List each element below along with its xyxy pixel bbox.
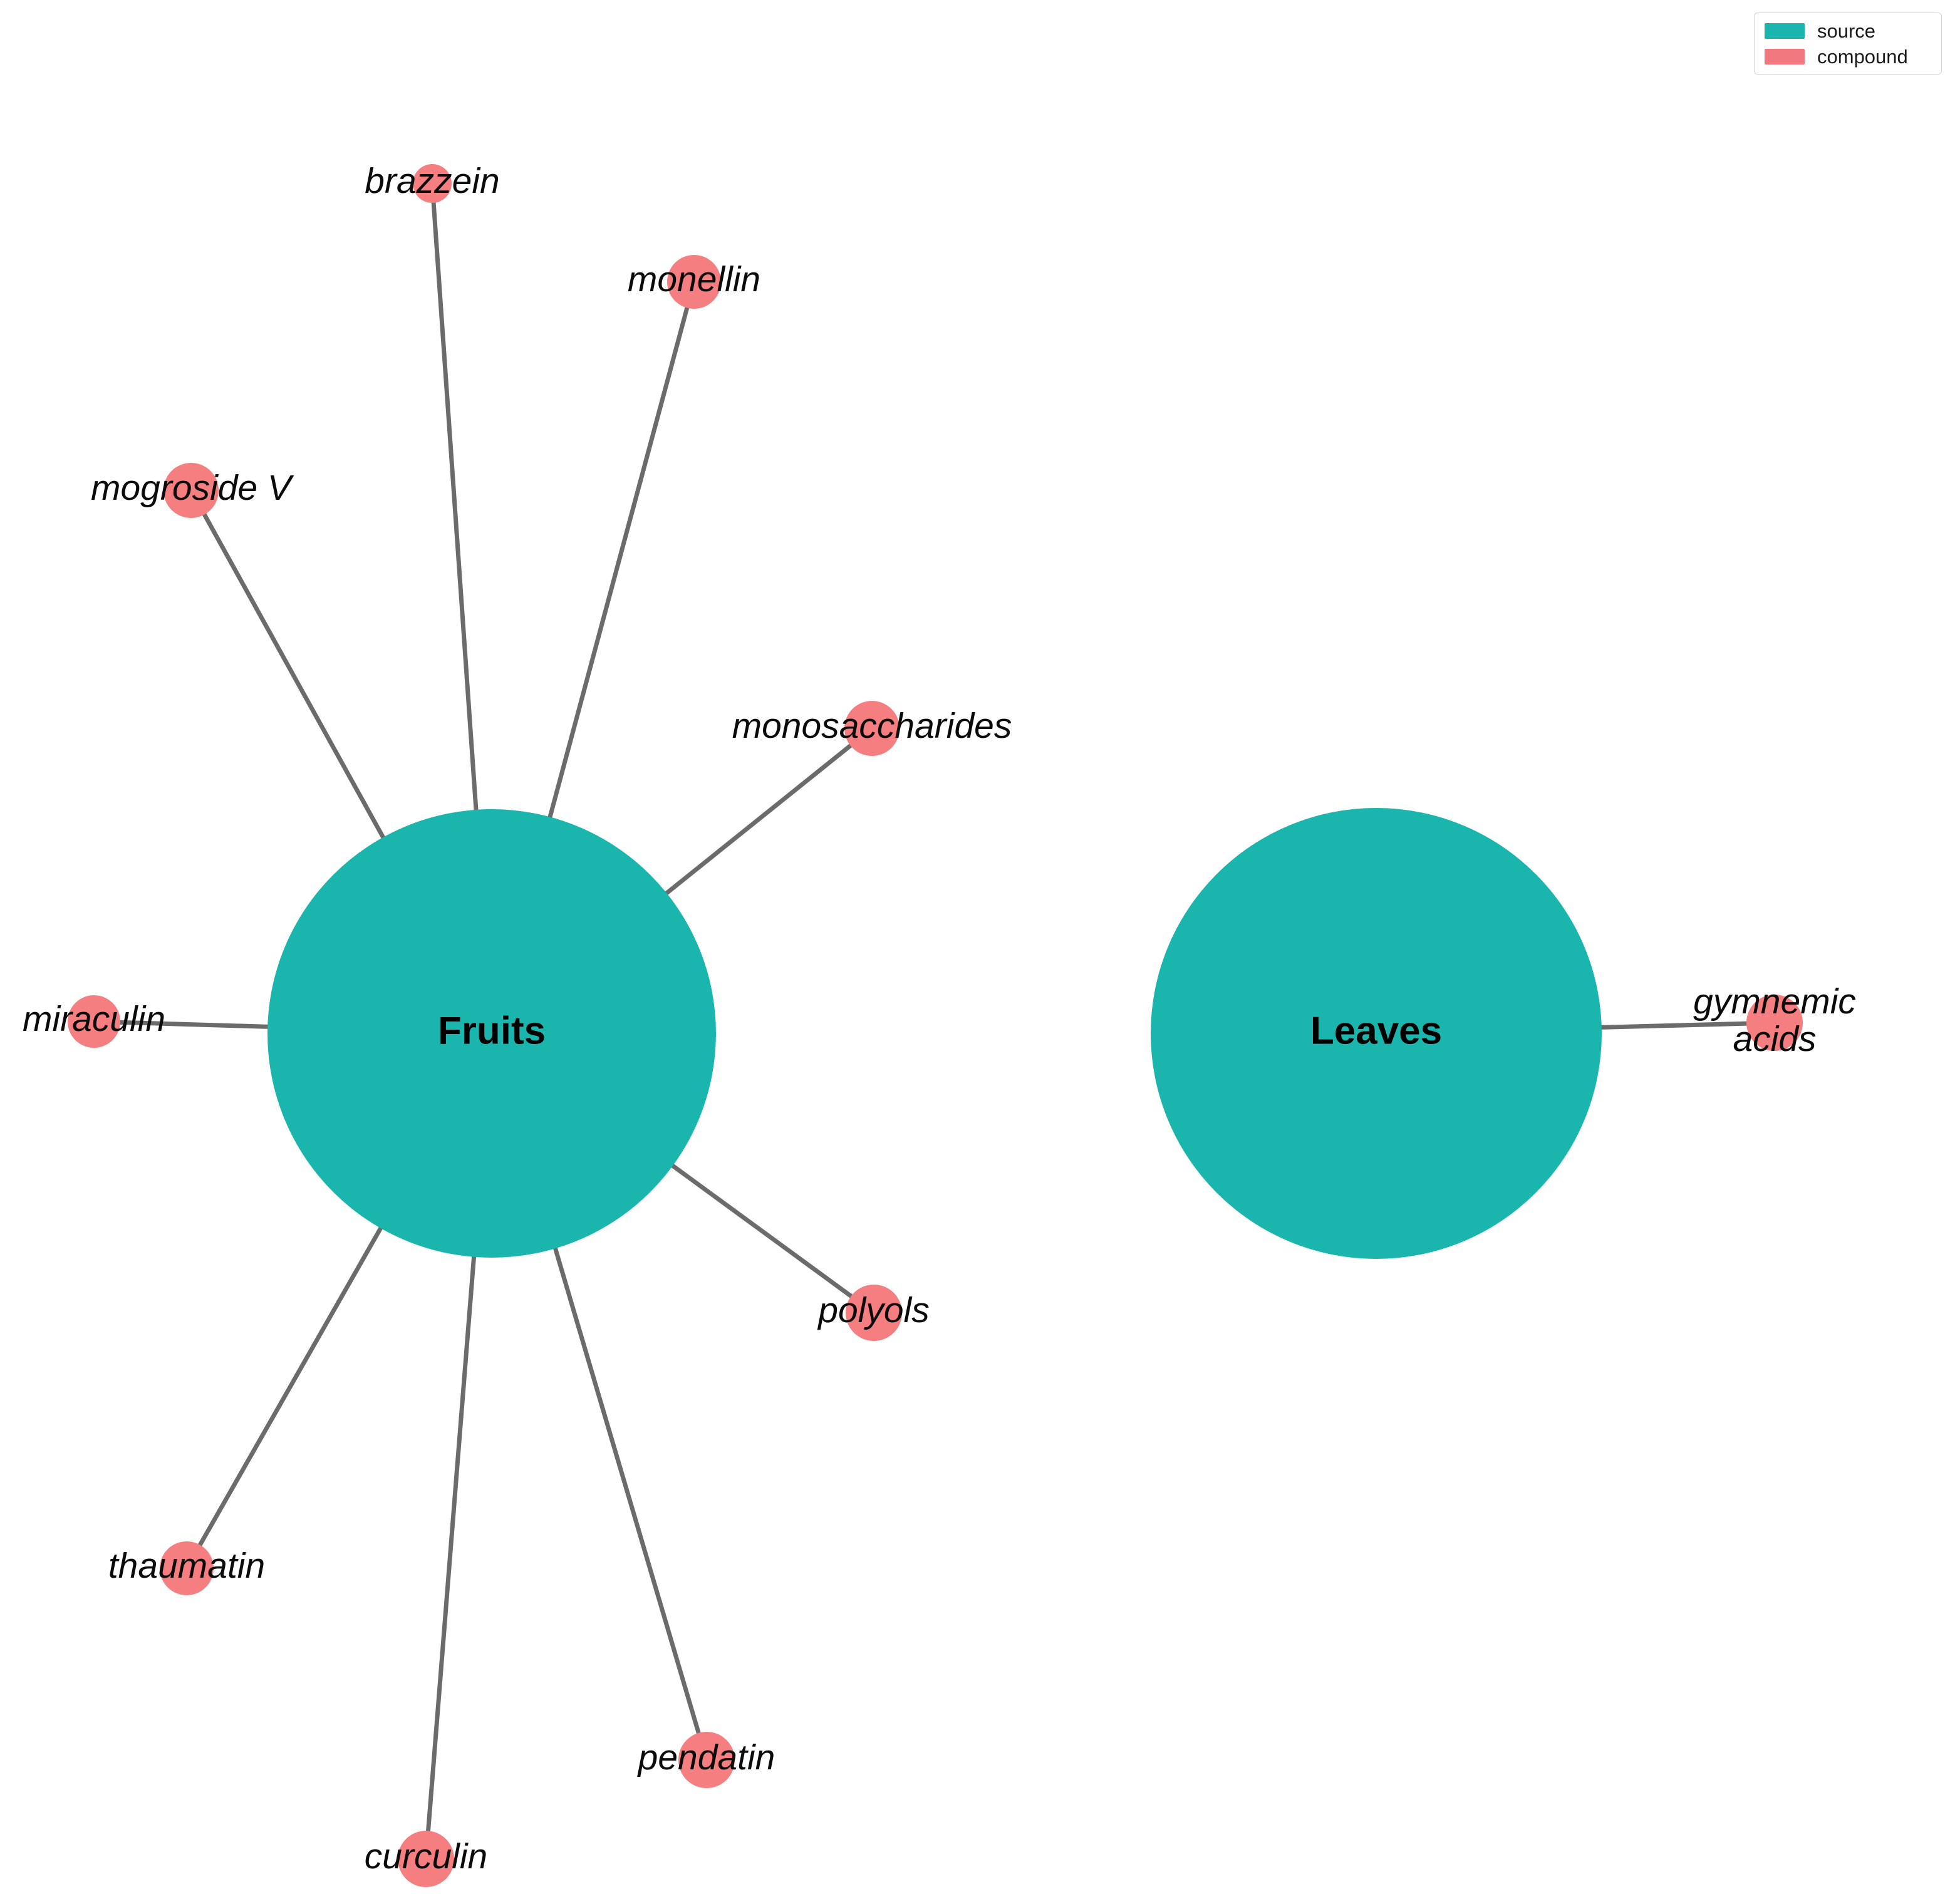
legend-swatch-source	[1765, 23, 1805, 39]
node-label-gymnemic-acids: acids	[1733, 1019, 1816, 1059]
node-label-gymnemic-acids: gymnemic	[1693, 981, 1856, 1022]
node-label-curculin: curculin	[365, 1836, 487, 1876]
node-miraculin[interactable]	[68, 995, 120, 1048]
legend-label-source: source	[1817, 19, 1876, 42]
node-polyols[interactable]	[846, 1285, 902, 1341]
legend-swatch-compound	[1765, 48, 1805, 65]
edge-Fruits-to-curculin	[425, 1255, 477, 1833]
node-Fruits[interactable]	[267, 809, 716, 1258]
node-label-Leaves: Leaves	[1310, 1009, 1442, 1052]
node-label-Fruits: Fruits	[438, 1009, 546, 1052]
legend: source compound	[1754, 13, 1942, 75]
node-label-monosaccharides: monosaccharides	[732, 706, 1012, 746]
edge-Fruits-to-brazzein	[431, 201, 479, 812]
labels-layer: Fruits Leaves brazzein monellin mogroside V m…	[23, 161, 1856, 1876]
edge-Leaves-to-gymnemic-acids	[1600, 1021, 1748, 1030]
node-mogroside-V[interactable]	[163, 463, 219, 518]
node-label-thaumatin: thaumatin	[108, 1546, 265, 1586]
node-brazzein[interactable]	[413, 164, 452, 203]
node-thaumatin[interactable]	[160, 1541, 214, 1595]
edges-layer	[118, 201, 1748, 1833]
node-label-pendatin: pendatin	[637, 1737, 775, 1777]
node-monosaccharides[interactable]	[844, 701, 900, 756]
edge-Fruits-to-mogroside-V	[202, 512, 386, 840]
legend-item-source[interactable]: source	[1765, 19, 1930, 42]
node-label-monellin: monellin	[628, 259, 760, 299]
node-monellin[interactable]	[667, 255, 721, 309]
node-label-polyols: polyols	[817, 1290, 929, 1330]
edge-Fruits-to-miraculin	[118, 1020, 269, 1029]
node-label-brazzein: brazzein	[365, 161, 499, 201]
edge-Fruits-to-polyols	[670, 1163, 854, 1299]
legend-label-compound: compound	[1817, 45, 1908, 68]
node-label-miraculin: miraculin	[23, 999, 165, 1039]
edge-Fruits-to-monellin	[547, 306, 690, 819]
node-pendatin[interactable]	[678, 1732, 735, 1788]
edge-Fruits-to-monosaccharides	[664, 743, 853, 896]
edge-Fruits-to-pendatin	[552, 1246, 702, 1735]
nodes-layer	[68, 164, 1803, 1887]
node-gymnemic-acids[interactable]	[1746, 995, 1803, 1051]
node-label-mogroside-V: mogroside V	[91, 468, 294, 508]
node-Leaves[interactable]	[1151, 808, 1602, 1259]
edge-Fruits-to-thaumatin	[197, 1226, 383, 1548]
node-curculin[interactable]	[398, 1831, 454, 1887]
legend-item-compound[interactable]: compound	[1765, 47, 1930, 66]
